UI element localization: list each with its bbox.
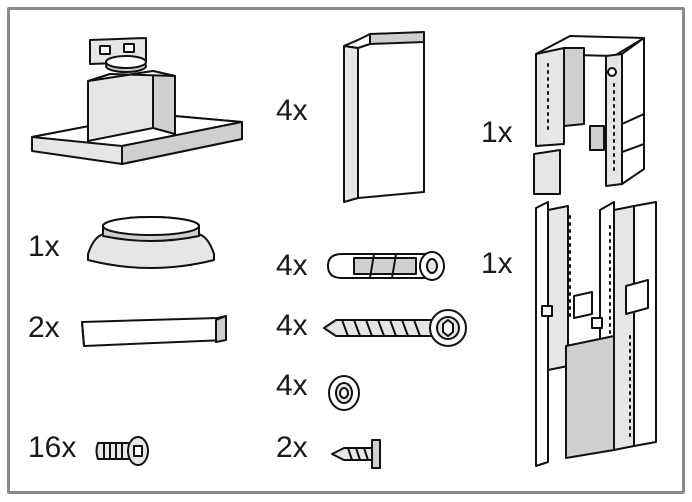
wall-plug-illustration (327, 251, 445, 281)
washer-illustration (328, 375, 360, 411)
upper-frame-quantity: 1x (481, 116, 513, 149)
side-panel-illustration (343, 31, 425, 203)
chimney-hood-illustration (31, 37, 243, 165)
side-panels-quantity: 4x (276, 94, 308, 127)
upper-frame-illustration (533, 35, 645, 195)
lower-frame-illustration (535, 201, 657, 467)
lower-frame-quantity: 1x (481, 247, 513, 280)
small-screw-illustration (95, 436, 149, 466)
tapping-screws-quantity: 2x (276, 431, 308, 464)
adapter-ring-illustration (87, 216, 215, 269)
wood-screw-illustration (323, 309, 467, 347)
wall-plugs-quantity: 4x (276, 249, 308, 282)
bracket-quantity: 2x (28, 311, 60, 344)
bracket-illustration (81, 315, 227, 347)
wood-screws-quantity: 4x (276, 309, 308, 342)
tapping-screw-illustration (331, 439, 381, 469)
washers-quantity: 4x (276, 369, 308, 402)
adapter-ring-quantity: 1x (28, 230, 60, 263)
small-screws-quantity: 16x (28, 431, 77, 464)
